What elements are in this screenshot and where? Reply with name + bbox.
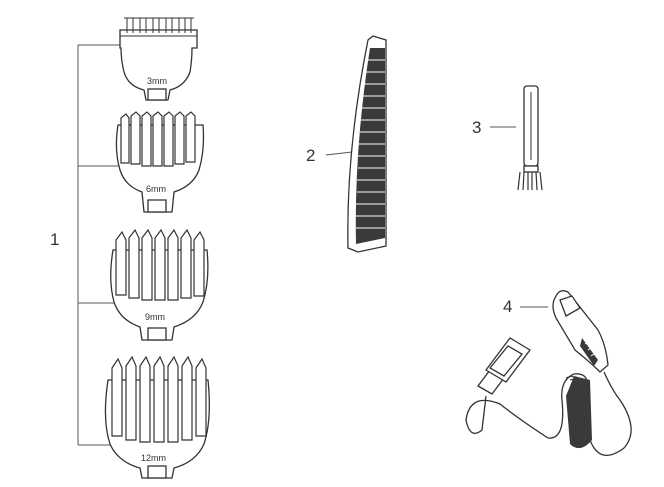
- size-label-6mm: 6mm: [146, 184, 166, 194]
- cleaning-brush-illustration: [490, 85, 543, 191]
- size-label-12mm: 12mm: [141, 453, 166, 463]
- size-label-3mm: 3mm: [147, 76, 167, 86]
- callout-3: 3: [472, 118, 482, 137]
- guide-combs-bracket: [77, 44, 120, 446]
- callout-2: 2: [306, 146, 316, 165]
- guide-comb-6mm: 6mm: [115, 111, 205, 213]
- guide-comb-9mm: 9mm: [110, 228, 209, 341]
- usb-cable-illustration: [465, 290, 632, 456]
- callout-1: 1: [50, 230, 60, 249]
- size-label-9mm: 9mm: [145, 312, 165, 322]
- guide-comb-12mm: 12mm: [104, 355, 210, 479]
- guide-comb-3mm: 3mm: [119, 17, 198, 101]
- callout-4: 4: [503, 297, 513, 316]
- comb-illustration: [325, 35, 387, 253]
